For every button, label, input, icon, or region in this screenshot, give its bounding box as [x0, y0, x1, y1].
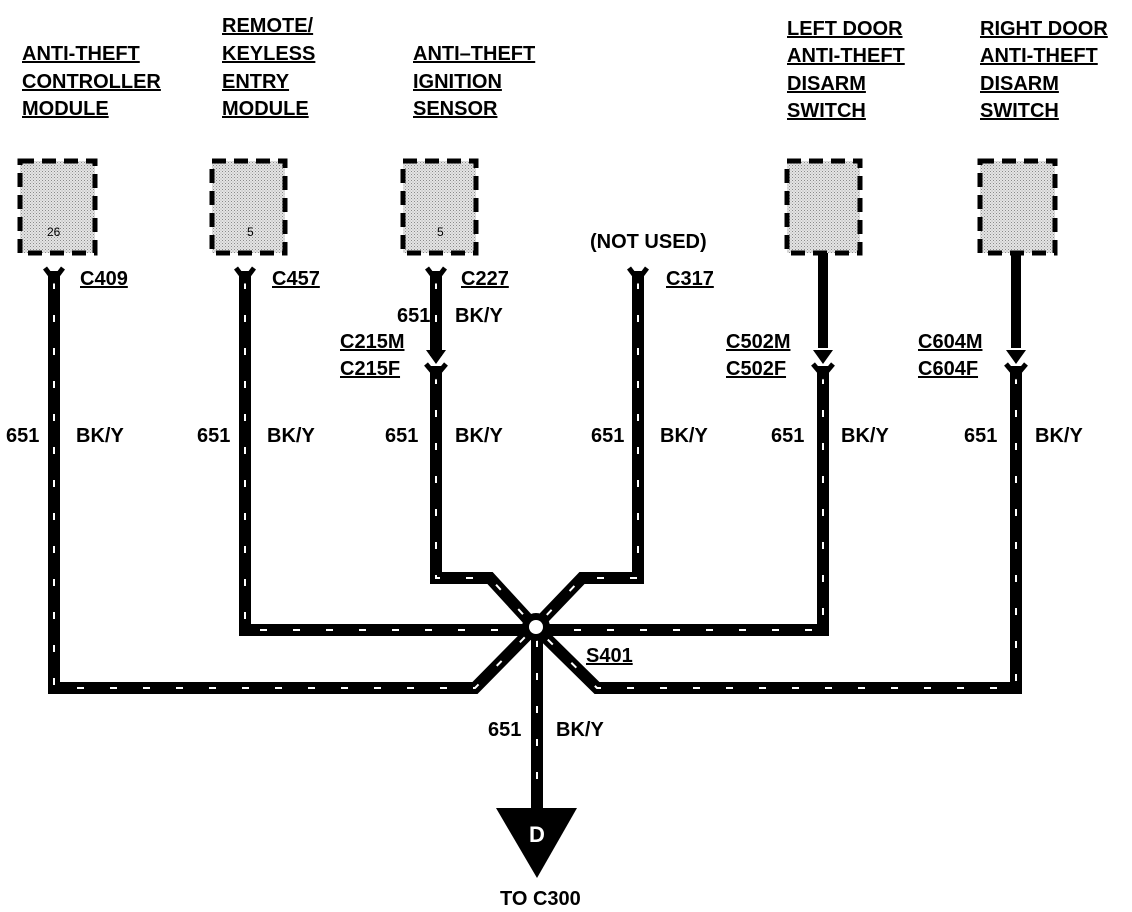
not-used-note: (NOT USED) — [590, 231, 707, 253]
wire-color-label: BK/Y — [556, 719, 604, 741]
svg-text:DISARM: DISARM — [980, 73, 1059, 95]
svg-text:ANTI-THEFT: ANTI-THEFT — [980, 45, 1098, 67]
svg-text:IGNITION: IGNITION — [413, 71, 502, 93]
wire-circuit-label: 651 — [397, 305, 430, 327]
wire-color-label: BK/Y — [1035, 425, 1083, 447]
wire-color-label: BK/Y — [660, 425, 708, 447]
svg-text:CONTROLLER: CONTROLLER — [22, 71, 161, 93]
remote-pin: 5 — [247, 225, 254, 239]
wire-color-label: BK/Y — [455, 425, 503, 447]
svg-text:KEYLESS: KEYLESS — [222, 43, 315, 65]
wire-color-label: BK/Y — [455, 305, 503, 327]
controller-title: ANTI-THEFT CONTROLLER MODULE — [22, 43, 161, 120]
connector-c215f: C215F — [340, 358, 400, 380]
controller-pin: 26 — [47, 225, 61, 239]
connector-c502m: C502M — [726, 331, 790, 353]
wire-circuit-label: 651 — [385, 425, 418, 447]
connector-c317: C317 — [666, 268, 714, 290]
svg-text:ANTI-THEFT: ANTI-THEFT — [22, 43, 140, 65]
right-door-switch-box — [977, 158, 1058, 256]
svg-text:DISARM: DISARM — [787, 73, 866, 95]
svg-text:SWITCH: SWITCH — [787, 100, 866, 122]
splice-point-center — [529, 620, 543, 634]
wire-circuit-label: 651 — [6, 425, 39, 447]
svg-text:MODULE: MODULE — [22, 98, 109, 120]
wire-stripes — [53, 282, 1017, 805]
svg-text:ENTRY: ENTRY — [222, 71, 290, 93]
svg-text:RIGHT DOOR: RIGHT DOOR — [980, 18, 1108, 40]
splice-label: S401 — [586, 645, 633, 667]
svg-text:ANTI–THEFT: ANTI–THEFT — [413, 43, 535, 65]
right-door-title: RIGHT DOOR ANTI-THEFT DISARM SWITCH — [980, 18, 1108, 122]
svg-text:LEFT DOOR: LEFT DOOR — [787, 18, 903, 40]
connector-c502f: C502F — [726, 358, 786, 380]
connector-c457: C457 — [272, 268, 320, 290]
wire-color-label: BK/Y — [76, 425, 124, 447]
wire-circuit-label: 651 — [197, 425, 230, 447]
connector-symbols — [43, 266, 1028, 380]
remote-title: REMOTE/ KEYLESS ENTRY MODULE — [222, 15, 315, 120]
wire-circuit-label: 651 — [488, 719, 521, 741]
wire-circuit-label: 651 — [771, 425, 804, 447]
ignition-sensor-box — [400, 158, 479, 256]
svg-text:REMOTE/: REMOTE/ — [222, 15, 314, 37]
controller-module-box — [17, 158, 98, 256]
wire-harness — [48, 271, 1022, 818]
wire-circuit-label: 651 — [591, 425, 624, 447]
connector-c215m: C215M — [340, 331, 404, 353]
remote-module-box — [209, 158, 288, 256]
wire-color-label: BK/Y — [267, 425, 315, 447]
wire-color-label: BK/Y — [841, 425, 889, 447]
destination-triangle — [496, 808, 577, 878]
connector-c604m: C604M — [918, 331, 982, 353]
destination-label: TO C300 — [500, 888, 581, 910]
ignition-title: ANTI–THEFT IGNITION SENSOR — [413, 43, 535, 120]
svg-text:ANTI-THEFT: ANTI-THEFT — [787, 45, 905, 67]
ignition-pin: 5 — [437, 225, 444, 239]
svg-text:MODULE: MODULE — [222, 98, 309, 120]
left-door-switch-box — [784, 158, 863, 256]
connector-c409: C409 — [80, 268, 128, 290]
wire-circuit-label: 651 — [964, 425, 997, 447]
connector-c227: C227 — [461, 268, 509, 290]
left-door-title: LEFT DOOR ANTI-THEFT DISARM SWITCH — [787, 18, 905, 122]
connector-c604f: C604F — [918, 358, 978, 380]
svg-text:SWITCH: SWITCH — [980, 100, 1059, 122]
destination-symbol: D — [529, 822, 545, 847]
svg-text:SENSOR: SENSOR — [413, 98, 498, 120]
